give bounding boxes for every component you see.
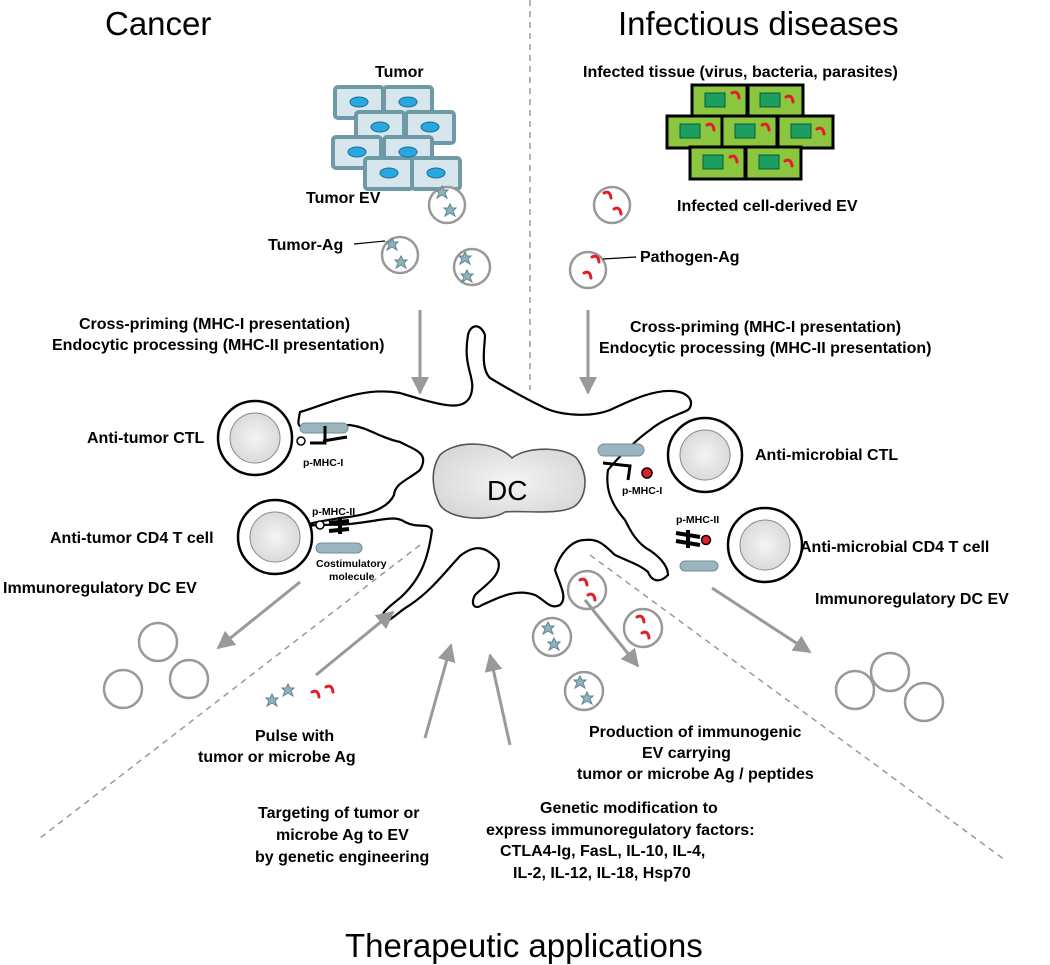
targeting-arrow: [423, 643, 456, 739]
heading-therapeutic: Therapeutic applications: [345, 927, 703, 964]
infection-presentation-line2: Endocytic processing (MHC-II presentatio…: [599, 340, 931, 357]
anti-microbial-cd4-label: Anti-microbial CD4 T cell: [800, 539, 989, 556]
targeting-line1: Targeting of tumor or: [258, 805, 419, 822]
dc-ev-left-label: Immunoregulatory DC EV: [3, 580, 197, 597]
costim-label-line1: Costimulatory: [316, 558, 387, 570]
anti-tumor-cd4-label: Anti-tumor CD4 T cell: [50, 530, 214, 547]
infection-presentation-line1: Cross-priming (MHC-I presentation): [630, 319, 901, 336]
cancer-presentation-line1: Cross-priming (MHC-I presentation): [79, 316, 350, 333]
mhc2-cancer: [328, 518, 350, 534]
production-line1: Production of immunogenic: [589, 724, 802, 741]
tcr-cd4-infection: [679, 560, 719, 572]
dc-nucleus: [432, 443, 586, 519]
genetic-line1: Genetic modification to: [540, 800, 718, 817]
anti-tumor-cd4-cell: [236, 498, 314, 576]
production-line2: EV carrying: [642, 745, 731, 762]
right-diagonal-divider: [589, 554, 1006, 861]
tumor-ag-pointer: [353, 240, 386, 245]
peptide-mhc1-infection: [641, 467, 653, 479]
production-arrow: [583, 599, 640, 668]
pmhc2-infection-label: p-MHC-II: [676, 514, 719, 526]
pulse-arrow: [315, 610, 395, 677]
heading-infectious: Infectious diseases: [618, 5, 899, 42]
mhc1-infection: [602, 461, 632, 481]
tumor-nuclei: [347, 96, 446, 179]
tcr-ctl-infection: [597, 443, 645, 457]
dc-ev-right-arrow: [711, 586, 812, 654]
pathogen-ag-label: Pathogen-Ag: [640, 249, 740, 266]
peptide-mhc2-cancer: [315, 520, 325, 530]
pulse-line2: tumor or microbe Ag: [198, 749, 356, 766]
mhc2-infection: [675, 530, 701, 548]
pmhc1-cancer-label: p-MHC-I: [303, 457, 343, 469]
costim-molecule-cancer: [315, 542, 363, 554]
anti-tumor-ctl-label: Anti-tumor CTL: [87, 430, 205, 447]
targeting-line2: microbe Ag to EV: [276, 827, 409, 844]
dc-ev-left-arrow: [216, 580, 301, 650]
dc-ev-right-vesicles: [834, 651, 945, 723]
genetic-line3: CTLA4-Ig, FasL, IL-10, IL-4,: [500, 843, 705, 860]
immunogenic-ev-vesicles: [531, 569, 664, 712]
infected-tissue-label: Infected tissue (virus, bacteria, parasi…: [583, 64, 898, 81]
anti-microbial-ctl-cell: [666, 416, 744, 494]
tumor-ev-label: Tumor EV: [306, 190, 381, 207]
pmhc1-infection-label: p-MHC-I: [622, 485, 662, 497]
production-line3: tumor or microbe Ag / peptides: [577, 766, 814, 783]
heading-cancer: Cancer: [105, 5, 211, 42]
cancer-presentation-line2: Endocytic processing (MHC-II presentatio…: [52, 337, 384, 354]
anti-microbial-cd4-cell: [726, 506, 804, 584]
infected-nuclei: [679, 92, 812, 170]
targeting-line3: by genetic engineering: [255, 849, 429, 866]
pathogen-ag-pointer: [602, 256, 637, 260]
dc-label: DC: [487, 475, 527, 506]
pulse-line1: Pulse with: [255, 728, 334, 745]
genetic-line4: IL-2, IL-12, IL-18, Hsp70: [513, 865, 691, 882]
peptide-mhc1-cancer: [296, 436, 306, 446]
dendritic-cell-outline: [297, 325, 693, 624]
peptide-mhc2-infection: [700, 534, 712, 546]
costim-label-line2: molecule: [329, 571, 375, 583]
tumor-ag-label: Tumor-Ag: [268, 237, 343, 254]
infected-ev-vesicles: [568, 185, 632, 290]
anti-tumor-ctl-cell: [216, 399, 294, 477]
tumor-label: Tumor: [375, 64, 424, 81]
mhc1-cancer: [310, 426, 348, 445]
anti-microbial-ctl-label: Anti-microbial CTL: [755, 447, 898, 464]
infected-ev-label: Infected cell-derived EV: [677, 198, 858, 215]
dc-ev-left-vesicles: [102, 621, 210, 710]
pmhc2-cancer-label: p-MHC-II: [312, 506, 355, 518]
left-diagonal-divider: [39, 544, 421, 839]
pulse-antigens: [265, 683, 335, 707]
genetic-line2: express immunoregulatory factors:: [486, 822, 755, 839]
genetic-modification-arrow: [484, 653, 512, 746]
tumor-ev-vesicles: [380, 185, 492, 287]
dc-ev-right-label: Immunoregulatory DC EV: [815, 591, 1009, 608]
